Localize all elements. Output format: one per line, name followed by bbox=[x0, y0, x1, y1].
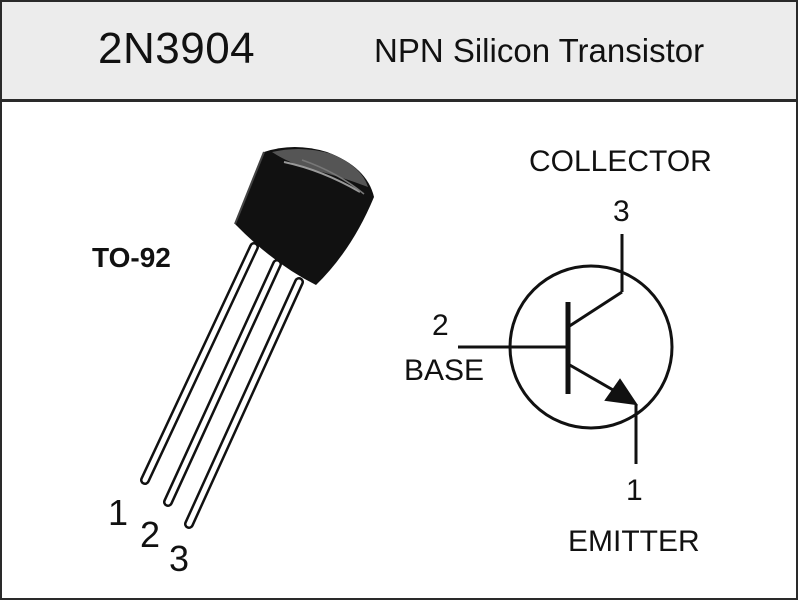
base-label: BASE bbox=[404, 354, 485, 387]
npn-transistor-symbol bbox=[458, 234, 674, 464]
title-bar: 2N3904 NPN Silicon Transistor bbox=[2, 2, 796, 102]
emitter-label: EMITTER bbox=[568, 525, 700, 558]
package-pin-1-label: 1 bbox=[108, 492, 129, 533]
base-pin-number: 2 bbox=[432, 309, 449, 342]
package-pin-3-label: 3 bbox=[169, 538, 190, 579]
collector-label: COLLECTOR bbox=[529, 145, 712, 178]
part-number: 2N3904 bbox=[98, 24, 256, 73]
collector-pin-number: 3 bbox=[613, 195, 630, 228]
package-pin-2-label: 2 bbox=[140, 514, 161, 555]
emitter-pin-number: 1 bbox=[626, 474, 643, 507]
emitter-diagonal bbox=[567, 362, 621, 396]
package-label: TO-92 bbox=[92, 242, 171, 273]
collector-diagonal bbox=[567, 290, 623, 329]
part-description: NPN Silicon Transistor bbox=[374, 32, 705, 69]
emitter-arrow bbox=[604, 378, 639, 406]
package-top-highlight bbox=[272, 148, 368, 187]
package-leads bbox=[140, 242, 304, 529]
to92-package-icon bbox=[140, 147, 374, 529]
